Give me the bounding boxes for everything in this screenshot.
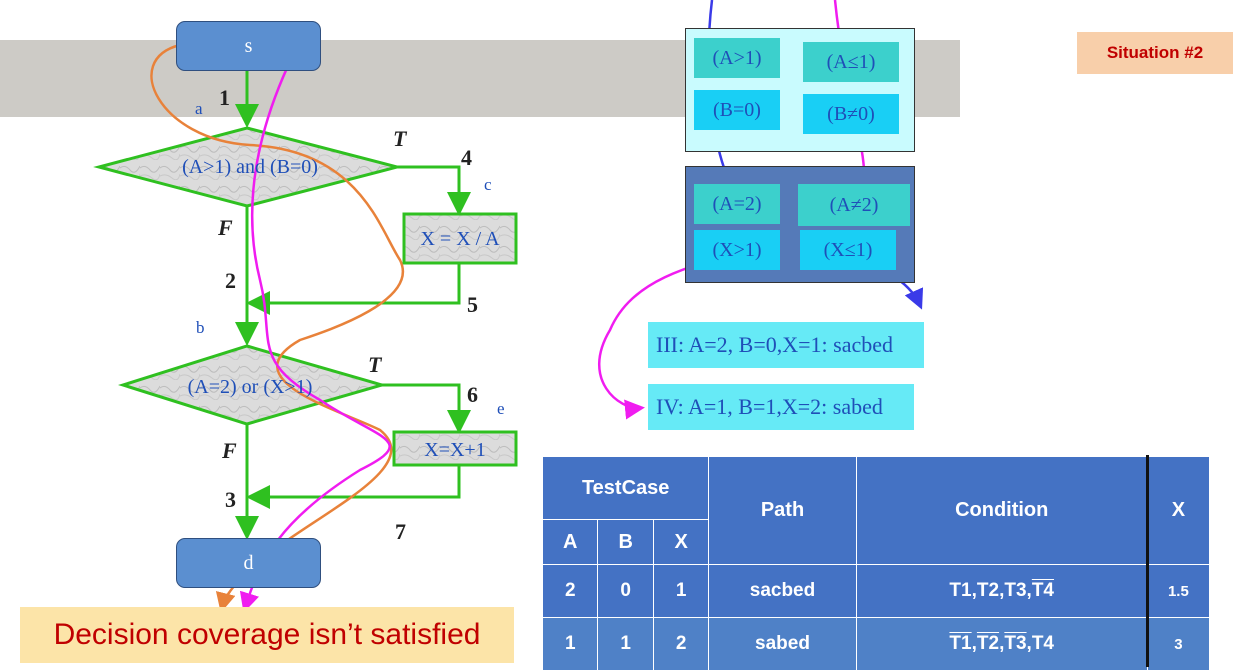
decision-1-label: (A>1) and (B=0): [182, 155, 318, 178]
edge-4: 4: [461, 145, 472, 170]
table-row: 1 1 2 sabed T1,T2,T3,T4 3: [541, 617, 1211, 671]
coverage-note: Decision coverage isn’t satisfied: [20, 607, 514, 663]
edge-5: 5: [467, 292, 478, 317]
edge-6: 6: [467, 382, 478, 407]
cell-condition: T1,T2,T3,T4: [855, 617, 1148, 671]
cell-x-result: 3: [1146, 617, 1211, 671]
false-label-2: F: [222, 438, 237, 463]
true-label-1: T: [393, 126, 407, 151]
cell-condition: T1,T2,T3,T4: [855, 564, 1148, 618]
panel2-chip-1: (A=2): [694, 184, 780, 224]
cell-b: 0: [597, 564, 654, 618]
sub-header-a: A: [541, 519, 599, 565]
panel1-chip-1: (A>1): [694, 38, 780, 78]
result-case-iii: III: A=2, B=0,X=1: sacbed: [648, 322, 924, 368]
start-node: s: [176, 21, 321, 71]
panel2-chip-3: (X>1): [694, 230, 780, 270]
edge-1: 1: [219, 85, 230, 110]
decision-2-label: (A=2) or (X>1): [187, 375, 313, 398]
node-letter-b: b: [196, 318, 205, 337]
panel2-chip-4: (X≤1): [800, 230, 896, 270]
end-node: d: [176, 538, 321, 588]
node-letter-a: a: [195, 99, 203, 118]
false-label-1: F: [218, 215, 233, 240]
cell-x: 1: [652, 564, 710, 618]
cell-a: 2: [541, 564, 599, 618]
cell-x: 2: [652, 617, 710, 671]
result-case-iv: IV: A=1, B=1,X=2: sabed: [648, 384, 914, 430]
action-2-label: X=X+1: [424, 438, 486, 461]
sub-header-b: B: [597, 519, 654, 565]
node-letter-c: c: [484, 175, 492, 194]
panel2-chip-2: (A≠2): [798, 184, 910, 226]
panel1-chip-3: (B=0): [694, 90, 780, 130]
table-row: 2 0 1 sacbed T1,T2,T3,T4 1.5: [541, 564, 1211, 618]
header-testcase: TestCase: [541, 456, 710, 520]
sub-header-x: X: [652, 519, 710, 565]
testcase-table: TestCase Path Condition X A B X 2 0 1 sa…: [541, 456, 1211, 671]
edge-7: 7: [395, 519, 406, 544]
table-separator: [1146, 455, 1149, 667]
cell-path: sacbed: [708, 564, 857, 618]
panel1-chip-4: (B≠0): [803, 94, 899, 134]
header-condition: Condition: [855, 456, 1148, 565]
header-path: Path: [708, 456, 857, 565]
cell-b: 1: [597, 617, 654, 671]
node-letter-e: e: [497, 399, 505, 418]
situation-badge: Situation #2: [1077, 32, 1233, 74]
edge-3: 3: [225, 487, 236, 512]
cell-path: sabed: [708, 617, 857, 671]
edge-2: 2: [225, 268, 236, 293]
cell-x-result: 1.5: [1146, 564, 1211, 618]
header-x: X: [1146, 456, 1211, 565]
true-label-2: T: [368, 352, 382, 377]
action-1-label: X = X / A: [420, 227, 500, 250]
panel1-chip-2: (A≤1): [803, 42, 899, 82]
cell-a: 1: [541, 617, 599, 671]
